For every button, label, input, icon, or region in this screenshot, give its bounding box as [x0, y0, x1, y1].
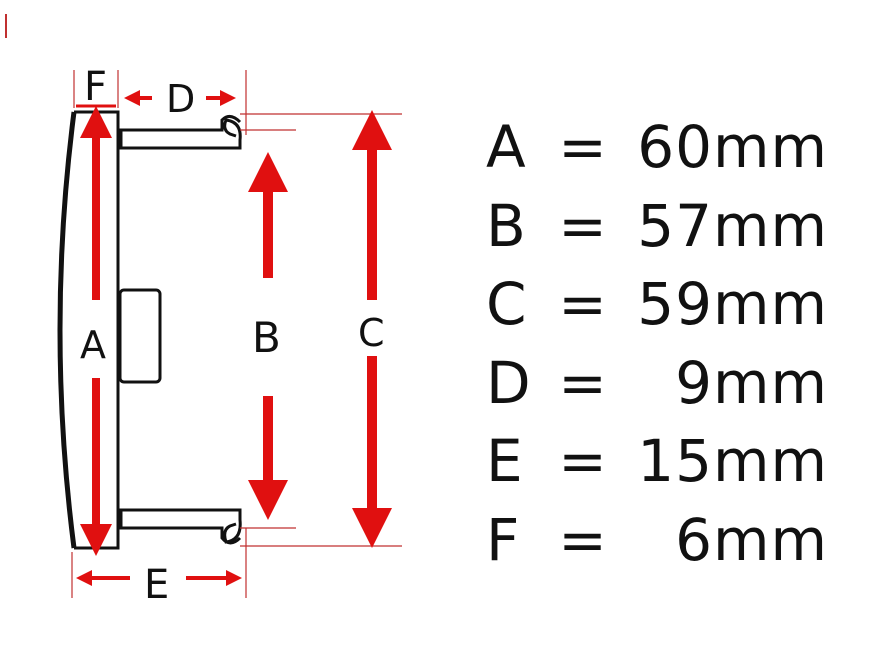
- top-clip: [118, 118, 242, 150]
- label-e: E: [144, 562, 169, 608]
- dimension-row-e: E = 15mm: [486, 422, 846, 501]
- dimension-list: A = 60mm B = 57mm C = 59mm D = 9mm E = 15mm F = 6mm: [486, 108, 846, 579]
- dimension-equals: =: [558, 191, 608, 260]
- guide-lines: [71, 70, 402, 598]
- dimension-row-f: F = 6mm: [486, 501, 846, 580]
- dimension-equals: =: [558, 348, 608, 417]
- dimension-equals: =: [558, 270, 608, 339]
- label-f: F: [84, 64, 107, 110]
- dimension-arrows: [76, 90, 392, 586]
- label-a: A: [80, 323, 106, 367]
- label-c: C: [358, 311, 385, 355]
- dimension-value: 57mm: [637, 191, 828, 260]
- label-d: D: [166, 77, 195, 121]
- dimension-key: E: [486, 427, 524, 496]
- dimension-key: D: [486, 348, 532, 417]
- dimension-value: 15mm: [637, 427, 828, 496]
- cap-face: [57, 111, 77, 549]
- dimension-row-a: A = 60mm: [486, 108, 846, 187]
- dimension-key: B: [486, 191, 527, 260]
- dimension-value: 6mm: [675, 505, 828, 574]
- dimension-key: F: [486, 505, 521, 574]
- dimension-value: 60mm: [637, 113, 828, 182]
- dimension-key: A: [486, 113, 527, 182]
- dimension-equals: =: [558, 505, 608, 574]
- dimension-value: 9mm: [675, 348, 828, 417]
- center-tab: [118, 288, 162, 384]
- dimension-equals: =: [558, 113, 608, 182]
- dimension-row-b: B = 57mm: [486, 187, 846, 266]
- dimension-row-c: C = 59mm: [486, 265, 846, 344]
- dimension-key: C: [486, 270, 528, 339]
- dimension-equals: =: [558, 427, 608, 496]
- dimension-row-d: D = 9mm: [486, 344, 846, 423]
- label-b: B: [252, 313, 281, 362]
- dimension-value: 59mm: [637, 270, 828, 339]
